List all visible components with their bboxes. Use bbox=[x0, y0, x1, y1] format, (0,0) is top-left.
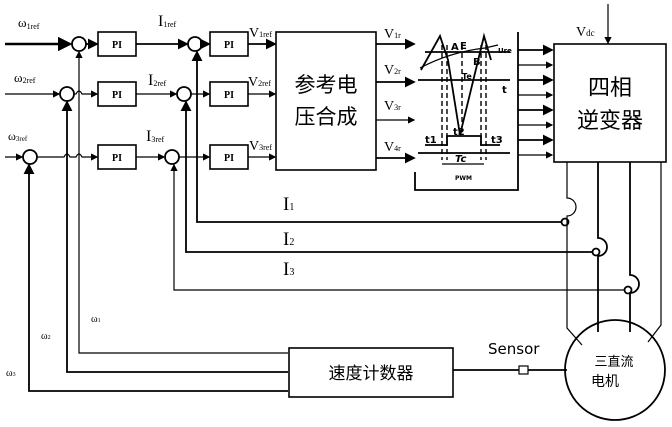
w1-label: ω1 bbox=[91, 314, 101, 325]
sum-junction-1b bbox=[187, 36, 203, 52]
v1r-label: V1r bbox=[384, 27, 401, 42]
i1-label: I1 bbox=[283, 194, 294, 215]
i3-feedback-line bbox=[170, 163, 624, 291]
synthesis-label-line1: 参考电 bbox=[295, 73, 358, 97]
ure-label: Ure bbox=[498, 47, 512, 55]
motor-label-line1: 三直流 bbox=[594, 355, 633, 370]
pi-label: PI bbox=[224, 90, 234, 101]
sensor-label: Sensor bbox=[488, 340, 540, 358]
row-3: ω3ref PI I3ref PI V3ref bbox=[5, 128, 277, 170]
w1-feedback-line bbox=[75, 50, 288, 354]
vdc-label: Vdc bbox=[576, 25, 595, 40]
pwm-output-lines bbox=[518, 44, 554, 159]
row-2: ω2ref PI I2ref PI V2ref bbox=[5, 70, 277, 107]
w2-label: ω2 bbox=[41, 331, 51, 342]
t2-label: t2 bbox=[453, 127, 465, 138]
carrier-triangle-wave bbox=[420, 32, 492, 136]
pi-label: PI bbox=[112, 90, 122, 101]
sum-junction-1a bbox=[71, 36, 87, 52]
i3-ref-label: I3ref bbox=[146, 128, 165, 145]
v2-ref-label: V2ref bbox=[248, 75, 271, 90]
pi-block-1b bbox=[209, 31, 249, 57]
omega1-ref-label: ω1ref bbox=[18, 15, 40, 31]
line bbox=[37, 153, 99, 161]
synthesis-outputs: V1r V2r V3r V4r bbox=[376, 27, 416, 164]
pi-label: PI bbox=[112, 153, 122, 164]
point-a-label: A bbox=[451, 42, 459, 53]
inverter-label-line2: 逆变器 bbox=[577, 109, 643, 134]
motor-label-line2: 电机 bbox=[591, 374, 619, 390]
reference-voltage-synthesis-block bbox=[275, 31, 377, 171]
pi-label: PI bbox=[112, 40, 122, 51]
pwm-label: PWM bbox=[455, 175, 472, 182]
point-e-label: E bbox=[460, 41, 467, 52]
w3-feedback-line bbox=[23, 163, 288, 392]
pi-label: PI bbox=[224, 40, 234, 51]
sum-junction-3b bbox=[164, 149, 180, 165]
v1-ref-label: V1ref bbox=[249, 26, 272, 41]
phase-lines bbox=[566, 162, 662, 346]
phase-line-2 bbox=[597, 162, 608, 332]
pi-label: PI bbox=[224, 153, 234, 164]
t1-label: t1 bbox=[425, 135, 437, 146]
sum-junction-2a bbox=[59, 86, 75, 102]
pi-block-3b bbox=[209, 144, 249, 170]
i1-feedback-line bbox=[191, 50, 561, 223]
sensor-icon bbox=[518, 365, 529, 375]
pi-block-3a bbox=[97, 144, 137, 170]
phase-line-3 bbox=[629, 162, 640, 332]
row-1: ω1ref PI I1ref PI V1ref bbox=[5, 13, 277, 57]
current-tap-2 bbox=[591, 247, 601, 257]
speed-counter-label: 速度计数器 bbox=[329, 364, 414, 384]
four-phase-inverter-block bbox=[553, 43, 667, 163]
speed-counter-block bbox=[288, 347, 454, 398]
te-label: Te bbox=[462, 72, 472, 81]
t-axis-label: t bbox=[502, 85, 507, 96]
sum-junction-2b bbox=[176, 86, 192, 102]
i2-feedback-line bbox=[180, 100, 592, 253]
v3r-label: V3r bbox=[384, 99, 401, 114]
phase-line-1 bbox=[566, 162, 583, 346]
i1-ref-label: I1ref bbox=[158, 13, 177, 30]
i2-ref-label: I2ref bbox=[148, 72, 167, 89]
omega2-ref-label: ω2ref bbox=[14, 70, 36, 85]
omega3-ref-label: ω3ref bbox=[8, 129, 28, 143]
reference-curve bbox=[419, 44, 499, 69]
v2r-label: V2r bbox=[384, 63, 401, 78]
speed-feedback: ω1 ω2 ω3 bbox=[6, 50, 288, 392]
pwm-pulse bbox=[425, 135, 500, 146]
current-feedback: I1 I2 I3 bbox=[170, 50, 624, 291]
w3-label: ω3 bbox=[6, 368, 16, 379]
w2-feedback-line bbox=[61, 100, 288, 373]
synthesis-label-line2: 压合成 bbox=[295, 105, 358, 129]
current-tap-1 bbox=[560, 217, 570, 227]
i2-label: I2 bbox=[283, 229, 294, 250]
v3-ref-label: V3ref bbox=[249, 139, 272, 154]
tc-label: Tc bbox=[455, 154, 467, 165]
inverter-label-line1: 四相 bbox=[588, 76, 632, 101]
pwm-frame bbox=[414, 32, 519, 191]
i3-label: I3 bbox=[283, 259, 294, 280]
sum-junction-3a bbox=[22, 149, 38, 165]
v4r-label: V4r bbox=[384, 140, 401, 155]
pwm-block: A E Ure B Te t t2 t1 t3 Tc PWM bbox=[414, 32, 519, 191]
phase-line-4 bbox=[647, 162, 662, 343]
line bbox=[74, 90, 99, 98]
t3-label: t3 bbox=[491, 135, 503, 146]
dc-motor bbox=[564, 319, 666, 421]
point-b-label: B bbox=[473, 57, 481, 68]
current-tap-3 bbox=[623, 285, 633, 295]
